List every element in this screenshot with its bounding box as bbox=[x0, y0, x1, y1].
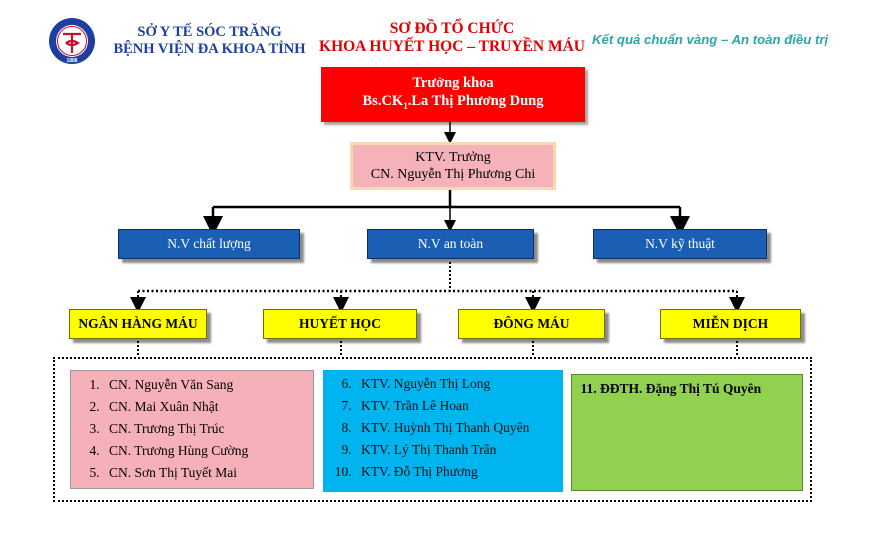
head-name: Bs.CK1.La Thị Phương Dung bbox=[362, 93, 544, 111]
staff-item: CN. Trương Thị Trúc bbox=[103, 418, 313, 440]
staff-item: ĐĐTH. Đặng Thị Tú Quyên bbox=[600, 378, 802, 400]
slogan: Kết quả chuẩn vàng – An toàn điều trị bbox=[592, 32, 829, 47]
deputy-box: KTV. Trưởng CN. Nguyễn Thị Phương Chi bbox=[350, 142, 556, 190]
lab-immunology: MIỄN DỊCH bbox=[660, 309, 801, 339]
head-box: Trưởng khoa Bs.CK1.La Thị Phương Dung bbox=[321, 67, 585, 122]
staff-item: KTV. Lý Thị Thanh Trân bbox=[355, 439, 563, 461]
department-line: SỞ Y TẾ SÓC TRĂNG bbox=[137, 24, 282, 40]
staff-container bbox=[53, 357, 812, 502]
staff-item: KTV. Huỳnh Thị Thanh Quyên bbox=[355, 417, 563, 439]
deputy-role: KTV. Trưởng bbox=[415, 150, 491, 165]
head-role: Trưởng khoa bbox=[412, 75, 494, 92]
lab-hematology: HUYẾT HỌC bbox=[263, 309, 417, 339]
hospital-name: SỞ Y TẾ SÓC TRĂNG BỆNH VIỆN ĐA KHOA TỈNH bbox=[112, 24, 307, 58]
staff-item: CN. Sơn Thị Tuyết Mai bbox=[103, 462, 313, 484]
lab-coagulation: ĐÔNG MÁU bbox=[458, 309, 605, 339]
hospital-line: BỆNH VIỆN ĐA KHOA TỈNH bbox=[113, 41, 306, 57]
role-technical: N.V kỹ thuật bbox=[593, 229, 767, 259]
lab-blood-bank: NGÂN HÀNG MÁU bbox=[69, 309, 207, 339]
title-line-2: KHOA HUYẾT HỌC – TRUYỀN MÁU bbox=[319, 38, 585, 55]
staff-item: CN. Mai Xuân Nhật bbox=[103, 396, 313, 418]
logo-year: 1888 bbox=[66, 58, 77, 64]
staff-item: KTV. Trần Lê Hoan bbox=[355, 395, 563, 417]
chart-title: SƠ ĐỒ TỔ CHỨC KHOA HUYẾT HỌC – TRUYỀN MÁ… bbox=[316, 20, 588, 56]
staff-item: CN. Trương Hùng Cường bbox=[103, 440, 313, 462]
staff-item: KTV. Nguyễn Thị Long bbox=[355, 373, 563, 395]
staff-item: CN. Nguyễn Văn Sang bbox=[103, 374, 313, 396]
role-quality: N.V chất lượng bbox=[118, 229, 300, 259]
title-line-1: SƠ ĐỒ TỔ CHỨC bbox=[389, 20, 515, 37]
deputy-name: CN. Nguyễn Thị Phương Chi bbox=[370, 167, 536, 182]
staff-item: KTV. Đỗ Thị Phương bbox=[355, 461, 563, 483]
staff-group-2: KTV. Nguyễn Thị Long KTV. Trần Lê Hoan K… bbox=[323, 370, 563, 492]
role-safety: N.V an toàn bbox=[367, 229, 534, 259]
hospital-logo: 1888 bbox=[48, 17, 96, 65]
staff-group-1: CN. Nguyễn Văn Sang CN. Mai Xuân Nhật CN… bbox=[70, 370, 314, 489]
staff-group-3: ĐĐTH. Đặng Thị Tú Quyên bbox=[571, 374, 803, 491]
